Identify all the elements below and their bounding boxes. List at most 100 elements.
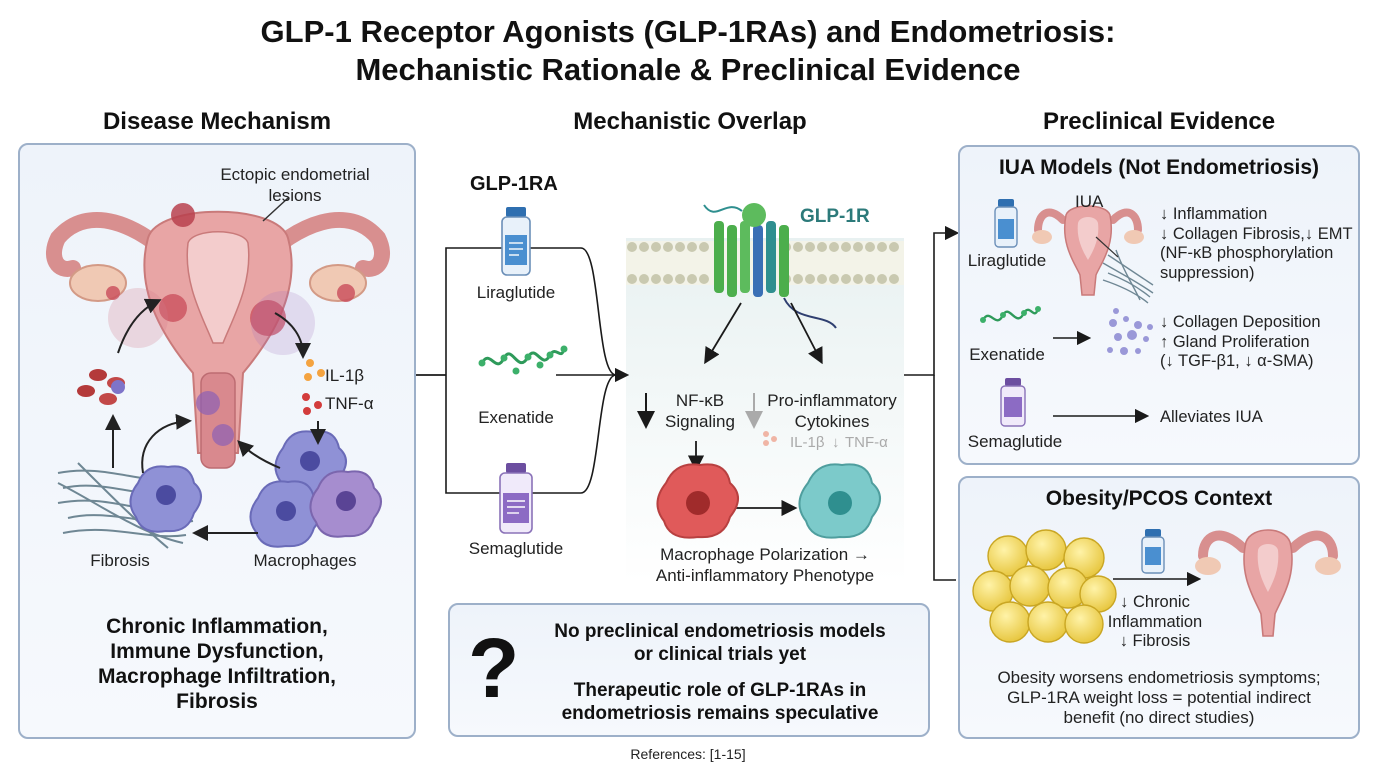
obesity-drug-icon bbox=[1141, 529, 1165, 574]
drug-merge-bottom bbox=[580, 374, 617, 494]
lesion bbox=[106, 286, 120, 300]
cytokine-dot bbox=[302, 393, 310, 401]
knowledge-gap-text-1: No preclinical endometriosis models or c… bbox=[520, 620, 920, 666]
collagen-particles-icon bbox=[1107, 308, 1153, 355]
macrophage-cluster bbox=[129, 430, 382, 548]
polarization-label-1: Macrophage Polarization → bbox=[660, 545, 870, 564]
lesion bbox=[337, 284, 355, 302]
iua-drug-liraglutide: Liraglutide bbox=[967, 251, 1047, 270]
glp1ra-label: GLP-1RA bbox=[470, 173, 558, 195]
effect-line: suppression) bbox=[1160, 263, 1255, 282]
obesity-panel bbox=[958, 476, 1360, 739]
knowledge-gap-line: No preclinical endometriosis models bbox=[554, 621, 886, 642]
semaglutide-effect: Alleviates IUA bbox=[1160, 408, 1263, 426]
nfkb-label-1: NF-κB bbox=[675, 391, 725, 410]
lesion bbox=[212, 424, 234, 446]
iua-label: IUA bbox=[1075, 192, 1104, 211]
effect-line: ↓ Inflammation bbox=[1160, 205, 1268, 223]
adipocyte-cluster-icon bbox=[972, 529, 1117, 644]
knowledge-gap-box bbox=[448, 603, 930, 737]
obesity-effects: ↓ Chronic Inflammation ↓ Fibrosis bbox=[1090, 593, 1220, 652]
cytokine-tnfa: TNF-α bbox=[325, 394, 374, 413]
effect-line: Inflammation bbox=[1107, 612, 1203, 631]
to-obesity-line bbox=[933, 375, 956, 581]
exenatide-beads bbox=[478, 345, 568, 375]
polarization-label-2: Anti-inflammatory Phenotype bbox=[655, 566, 875, 585]
lesions-label-2: lesions bbox=[268, 186, 322, 205]
obesity-uterus-icon bbox=[1195, 529, 1341, 637]
drug-merge-top bbox=[580, 247, 617, 376]
uterine-cavity bbox=[186, 231, 250, 344]
iua-pointer bbox=[1095, 236, 1119, 258]
title-line-1: GLP-1 Receptor Agonists (GLP-1RAs) and E… bbox=[260, 14, 1116, 49]
iua-illustration bbox=[980, 199, 1154, 427]
iua-semaglutide-icon bbox=[1000, 378, 1026, 427]
drug-label-exenatide: Exenatide bbox=[478, 408, 554, 427]
cervix bbox=[200, 372, 236, 469]
lesion bbox=[171, 203, 195, 227]
disease-summary-line: Macrophage Infiltration, bbox=[97, 665, 336, 688]
immune-cell bbox=[111, 380, 125, 394]
fibrosis-label: Fibrosis bbox=[90, 551, 150, 570]
effect-line: (NF-κB phosphorylation bbox=[1160, 244, 1334, 262]
faded-down-arrow-icon: ↓ bbox=[832, 434, 840, 451]
obesity-summary: Obesity worsens endometriosis symptoms; … bbox=[958, 668, 1360, 728]
lesion-halo bbox=[108, 288, 168, 348]
effect-line: ↓ Fibrosis bbox=[1119, 632, 1191, 650]
disease-heading: Disease Mechanism bbox=[102, 108, 332, 135]
macrophages-label: Macrophages bbox=[253, 551, 357, 570]
faded-cytokine-dot bbox=[771, 436, 777, 442]
faded-il1b: IL-1β bbox=[790, 434, 825, 451]
lesion bbox=[159, 294, 187, 322]
disease-summary-line: Immune Dysfunction, bbox=[110, 640, 324, 663]
liraglutide-effects: ↓ Inflammation ↓ Collagen Fibrosis,↓ EMT… bbox=[1160, 205, 1353, 283]
knowledge-gap-line: Therapeutic role of GLP-1RAs in bbox=[573, 680, 867, 701]
obesity-heading: Obesity/PCOS Context bbox=[1045, 487, 1273, 510]
iua-exenatide-icon bbox=[981, 308, 1040, 322]
disease-summary: Chronic Inflammation, Immune Dysfunction… bbox=[18, 614, 416, 714]
exenatide-effects: ↓ Collagen Deposition ↑ Gland Proliferat… bbox=[1160, 313, 1321, 372]
obesity-summary-line: benefit (no direct studies) bbox=[1063, 708, 1255, 727]
faded-tnfa: TNF-α bbox=[845, 434, 888, 451]
lesion-halo bbox=[251, 291, 315, 355]
obesity-summary-line: GLP-1RA weight loss = potential indirect bbox=[1007, 688, 1311, 707]
knowledge-gap-line: endometriosis remains speculative bbox=[561, 703, 879, 724]
faded-cytokine-dot bbox=[763, 431, 769, 437]
effect-line: ↓ Collagen Deposition bbox=[1160, 313, 1321, 331]
to-iua-arrow bbox=[904, 225, 958, 376]
cytokine-dot bbox=[303, 407, 311, 415]
effect-line: ↓ Collagen Fibrosis,↓ EMT bbox=[1160, 224, 1353, 243]
iua-liraglutide-icon bbox=[994, 199, 1018, 248]
blood-cell bbox=[77, 385, 95, 397]
lesions-label-1: Ectopic endometrial bbox=[220, 165, 370, 184]
references: References: [1-15] bbox=[630, 746, 746, 762]
m1-nucleus bbox=[686, 491, 710, 515]
disease-summary-line: Chronic Inflammation, bbox=[106, 615, 328, 638]
cell-membrane bbox=[626, 241, 904, 285]
overlap-illustration bbox=[416, 203, 958, 583]
proinflammatory-label-2: Cytokines bbox=[794, 412, 870, 431]
cytokine-il1b: IL-1β bbox=[325, 366, 365, 385]
title-line-2: Mechanistic Rationale & Preclinical Evid… bbox=[355, 52, 1021, 87]
drug-label-liraglutide: Liraglutide bbox=[476, 283, 556, 302]
knowledge-gap-line: or clinical trials yet bbox=[633, 644, 807, 665]
effect-line: ↑ Gland Proliferation bbox=[1160, 332, 1310, 351]
iua-heading: IUA Models (Not Endometriosis) bbox=[998, 156, 1320, 179]
question-mark-icon: ? bbox=[468, 621, 520, 715]
blood-cell bbox=[89, 369, 107, 381]
knowledge-gap-text-2: Therapeutic role of GLP-1RAs in endometr… bbox=[520, 679, 920, 725]
glp1-receptor bbox=[703, 203, 837, 329]
iua-fibrosis-icon bbox=[1102, 249, 1154, 304]
faded-cytokine-dot bbox=[763, 440, 769, 446]
lesion-pointer bbox=[262, 197, 289, 222]
drug-label-semaglutide: Semaglutide bbox=[468, 539, 564, 558]
receptor-label: GLP-1R bbox=[800, 206, 870, 227]
disease-illustration bbox=[46, 197, 390, 549]
cytokine-dot bbox=[306, 359, 314, 367]
lesion bbox=[196, 391, 220, 415]
proinflammatory-label-1: Pro-inflammatory bbox=[767, 391, 897, 410]
cytokine-dot bbox=[317, 369, 325, 377]
cytokine-dot bbox=[314, 401, 322, 409]
iua-panel bbox=[958, 145, 1360, 465]
m2-nucleus bbox=[828, 491, 852, 515]
